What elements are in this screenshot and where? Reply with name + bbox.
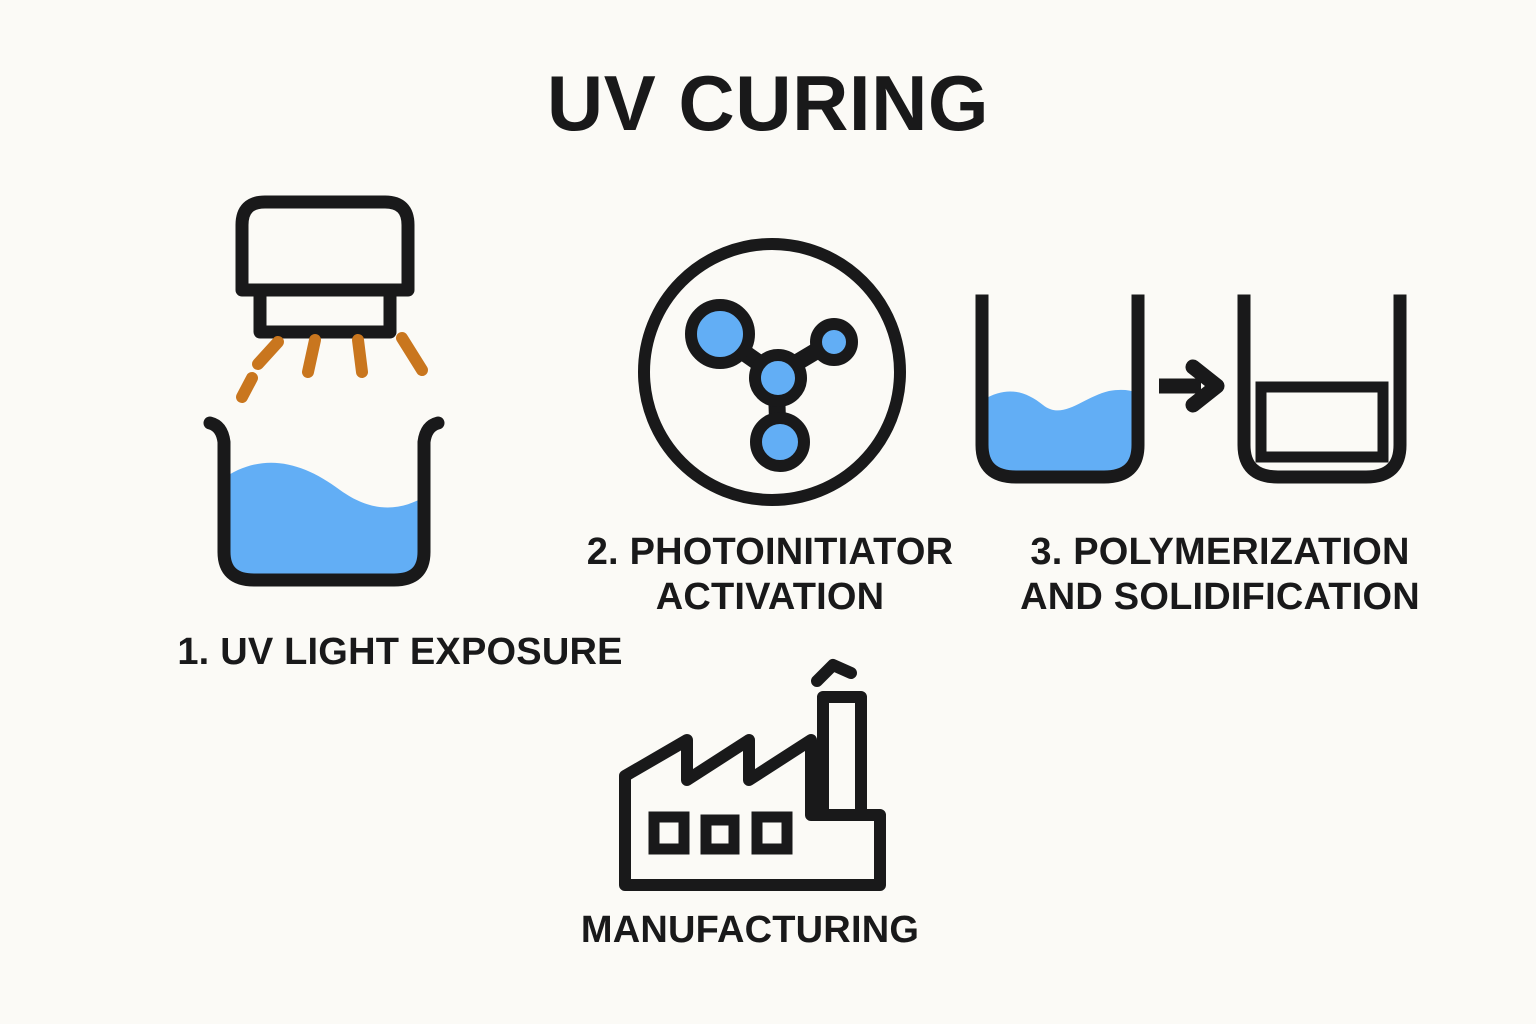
right-arrow-icon: [1159, 359, 1225, 413]
molecule-in-circle-icon: [630, 230, 915, 515]
step-1-caption: 1. UV LIGHT EXPOSURE: [177, 631, 623, 673]
resin-liquid: [221, 462, 427, 580]
molecule-node-center: [749, 349, 807, 407]
factory-icon: [595, 645, 915, 910]
molecule-nodes: [685, 299, 858, 472]
chimney: [817, 691, 867, 813]
molecule-node-large: [685, 299, 755, 369]
container-with-solid-block: [1237, 294, 1407, 484]
factory-windows: [648, 811, 793, 855]
step-4-caption: MANUFACTURING: [580, 909, 920, 951]
solid-polymer-block: [1255, 381, 1389, 463]
uv-lamp: [235, 195, 415, 339]
liquid-to-solid-containers-icon: [965, 285, 1425, 505]
container-with-liquid: [975, 294, 1145, 484]
beaker-with-resin: [203, 416, 445, 587]
uv-light-rays: [236, 332, 428, 403]
liquid-resin: [983, 389, 1137, 475]
circle-outline: [638, 238, 906, 506]
molecule-node-small: [810, 318, 858, 366]
smoke-mark: [811, 659, 857, 687]
step-3-caption: 3. POLYMERIZATION AND SOLIDIFICATION: [1020, 531, 1420, 618]
uv-lamp-over-beaker-icon: [180, 180, 510, 610]
step-2-caption: 2. PHOTOINITIATOR ACTIVATION: [586, 531, 954, 618]
page-title: UV CURING: [546, 59, 990, 147]
molecule-node-bottom: [750, 412, 810, 472]
factory-body: [619, 734, 886, 891]
